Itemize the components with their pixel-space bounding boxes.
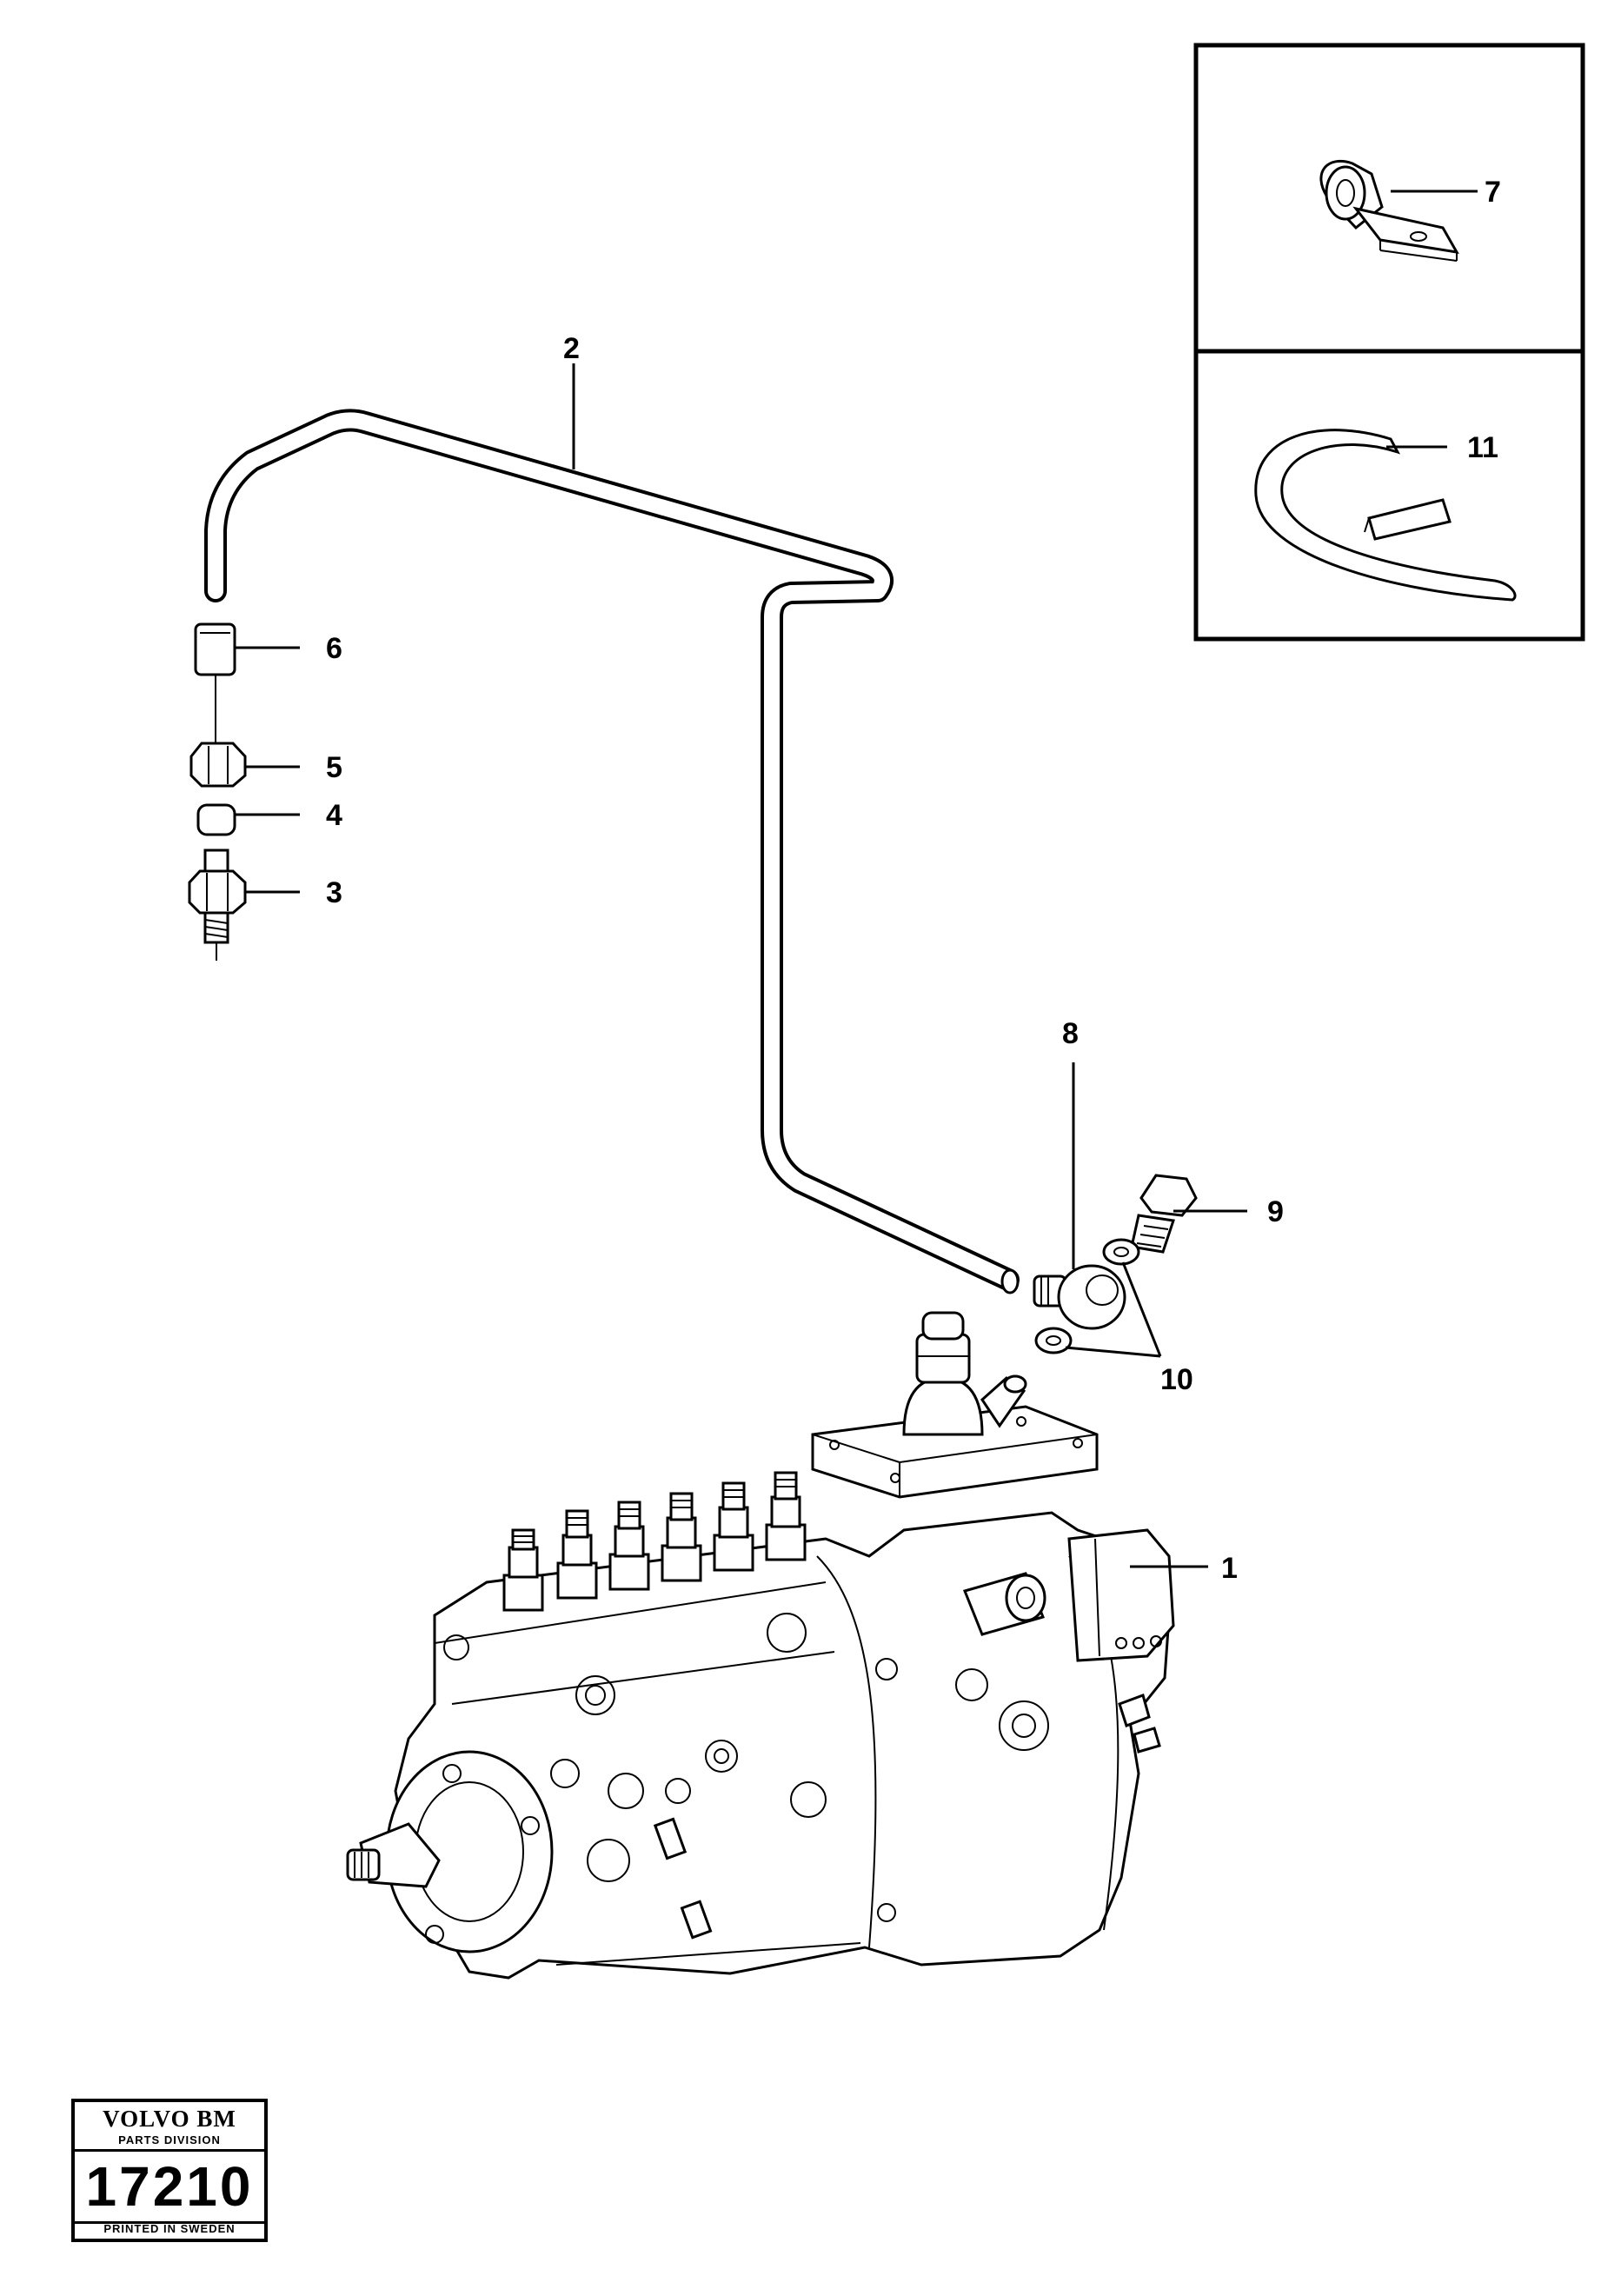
nut-part-5 xyxy=(189,675,247,788)
stamp-division: PARTS DIVISION xyxy=(118,2133,221,2146)
callout-9: 9 xyxy=(1267,1195,1284,1228)
stamp-illustration-number: 17210 xyxy=(75,2149,264,2224)
fuel-pipe-part-2 xyxy=(204,409,1020,1294)
banjo-bolt-part-9 xyxy=(1130,1174,1198,1254)
callout-11: 11 xyxy=(1467,431,1498,464)
injection-pump-part-1 xyxy=(346,1311,1175,1980)
callout-1: 1 xyxy=(1221,1552,1238,1585)
callout-10: 10 xyxy=(1160,1363,1193,1396)
callout-6: 6 xyxy=(326,632,342,665)
callout-8: 8 xyxy=(1062,1017,1079,1050)
callout-3: 3 xyxy=(326,876,342,909)
delivery-valve-holders xyxy=(502,1471,807,1612)
ring-part-4 xyxy=(196,803,236,836)
inset-panel xyxy=(1193,43,1585,642)
stamp-brand: VOLVO BM xyxy=(103,2106,236,2132)
stamp-printed-in: PRINTED IN SWEDEN xyxy=(103,2222,236,2235)
union-part-3 xyxy=(188,849,247,961)
band-clip-part-11 xyxy=(1254,429,1517,602)
callout-7: 7 xyxy=(1485,176,1501,209)
callout-4: 4 xyxy=(326,799,342,832)
callout-5: 5 xyxy=(326,751,342,784)
callout-2: 2 xyxy=(563,332,580,365)
sealing-washers-part-10 xyxy=(1034,1238,1140,1354)
parts-division-stamp: VOLVO BM PARTS DIVISION 17210 PRINTED IN… xyxy=(71,2099,268,2242)
banjo-fitting-part-8 xyxy=(1033,1264,1126,1330)
sleeve-part-6 xyxy=(194,622,236,676)
pipe-clip-part-7 xyxy=(1319,159,1459,262)
leader-line-10 xyxy=(1065,1261,1162,1358)
